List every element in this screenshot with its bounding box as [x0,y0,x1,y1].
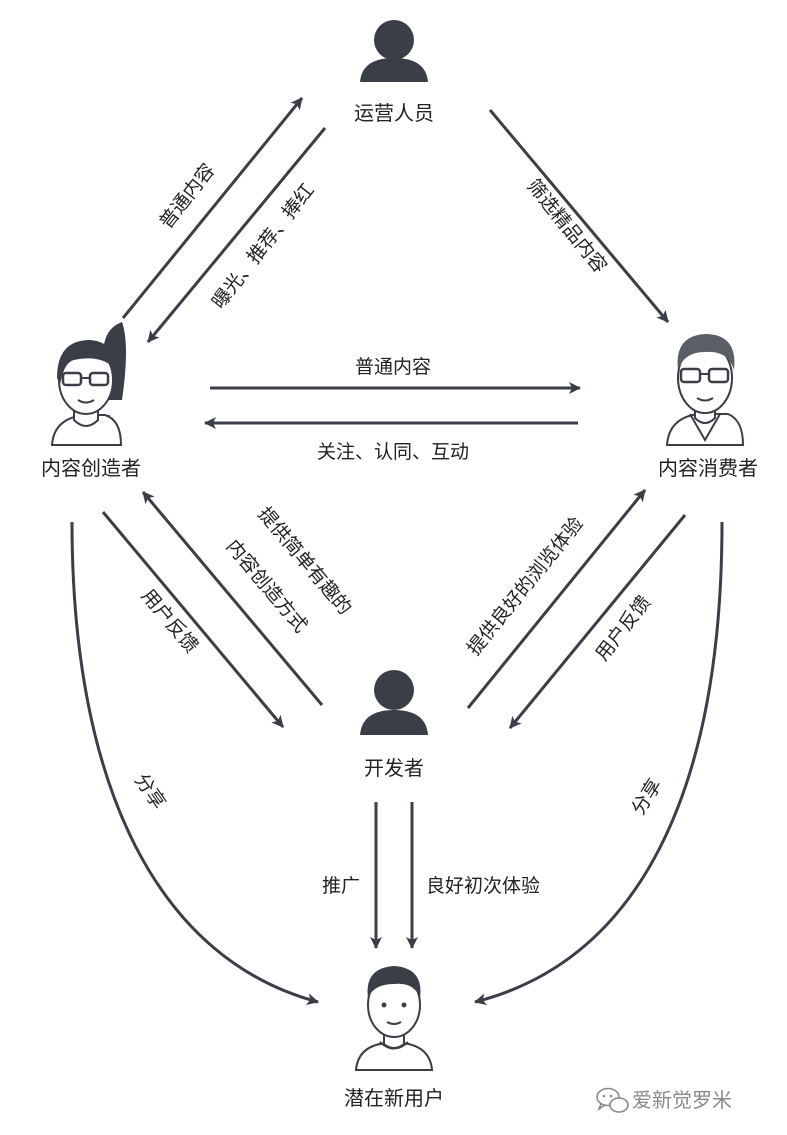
edge-developer-to-creator [141,491,324,706]
node-creator-label: 内容创造者 [41,456,141,480]
label-creator-to-consumer: 普通内容 [355,356,431,378]
watermark-text: 爱新觉罗米 [632,1088,732,1112]
node-developer-label: 开发者 [364,756,424,780]
woman-with-glasses-icon [50,322,126,446]
edge-creator-to-developer [101,511,285,728]
edge-consumer-to-new-user [474,521,724,1006]
edge-developer-to-consumer [466,489,647,709]
label-developer-to-new-user-promo: 推广 [322,875,360,897]
person-silhouette-icon [360,20,428,82]
label-operator-to-consumer: 筛选精品内容 [522,175,611,277]
wechat-icon [596,1087,629,1113]
edge-creator-to-operator [121,97,304,319]
man-avatar-icon [354,966,434,1071]
label-operator-to-creator: 曝光、推荐、捧红 [208,180,319,313]
label-consumer-to-new-user: 分享 [628,775,667,819]
node-consumer-label: 内容消费者 [658,456,758,480]
label-creator-to-operator: 普通内容 [155,160,219,233]
node-operator-label: 运营人员 [354,101,434,125]
edge-operator-to-consumer [488,109,670,323]
label-consumer-to-creator: 关注、认同、互动 [317,441,469,463]
man-with-glasses-icon [665,334,745,446]
edge-consumer-to-developer [508,514,687,729]
label-creator-to-new-user: 分享 [130,770,170,814]
person-silhouette-icon [360,670,428,735]
label-developer-to-new-user-experience: 良好初次体验 [426,875,540,897]
edge-operator-to-creator [146,127,327,343]
node-new-user-label: 潜在新用户 [344,1086,444,1110]
edge-creator-to-new-user [70,521,319,1005]
label-consumer-to-developer: 用户反馈 [591,592,655,665]
